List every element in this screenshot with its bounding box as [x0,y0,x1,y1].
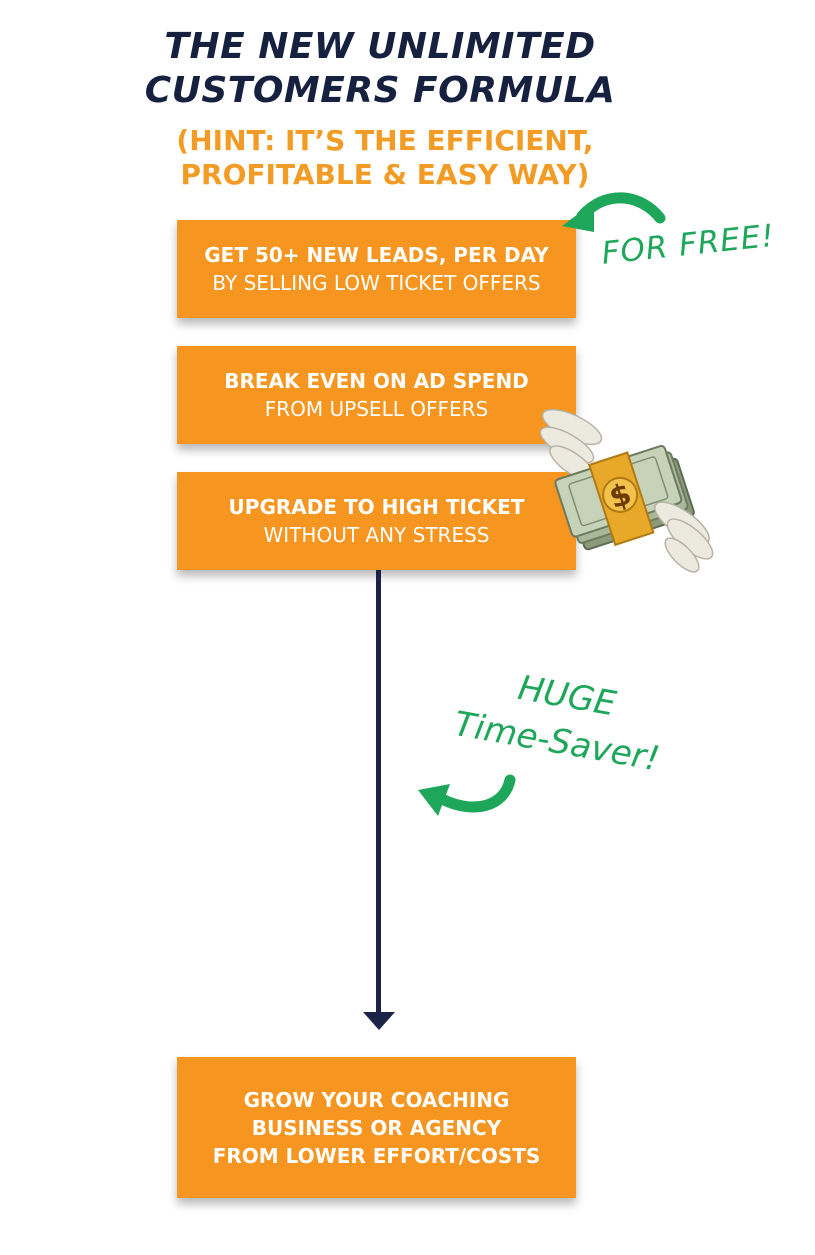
hint-line-1: (HINT: IT’S THE EFFICIENT, [176,124,594,157]
step-subtitle: WITHOUT ANY STRESS [263,523,490,547]
flying-money-icon: $ [539,408,714,573]
result-box: GROW YOUR COACHING BUSINESS OR AGENCY FR… [177,1057,576,1198]
step-box-break-even: BREAK EVEN ON AD SPEND FROM UPSELL OFFER… [177,346,576,444]
step-subtitle: BY SELLING LOW TICKET OFFERS [212,271,541,295]
result-line-2: BUSINESS OR AGENCY [251,1115,502,1140]
time-saver-note: Time-Saver! [451,704,663,780]
step-title: GET 50+ NEW LEADS, PER DAY [204,243,549,267]
result-line-1: GROW YOUR COACHING [243,1087,510,1112]
step-title: BREAK EVEN ON AD SPEND [224,369,529,393]
step-box-high-ticket: UPGRADE TO HIGH TICKET WITHOUT ANY STRES… [177,472,576,570]
result-line-3: FROM LOWER EFFORT/COSTS [212,1143,541,1168]
step-box-leads: GET 50+ NEW LEADS, PER DAY BY SELLING LO… [177,220,576,318]
arrow-down-icon [363,1012,395,1030]
curved-arrow-icon [562,192,666,232]
hint-line-2: PROFITABLE & EASY WAY) [180,158,590,191]
curved-arrow-icon [418,774,516,816]
step-title: UPGRADE TO HIGH TICKET [228,495,525,519]
page-title-line-1: THE NEW UNLIMITED [164,26,596,67]
step-subtitle: FROM UPSELL OFFERS [264,397,489,421]
connector-line [376,570,381,1016]
page-title-line-2: CUSTOMERS FORMULA [144,70,616,111]
